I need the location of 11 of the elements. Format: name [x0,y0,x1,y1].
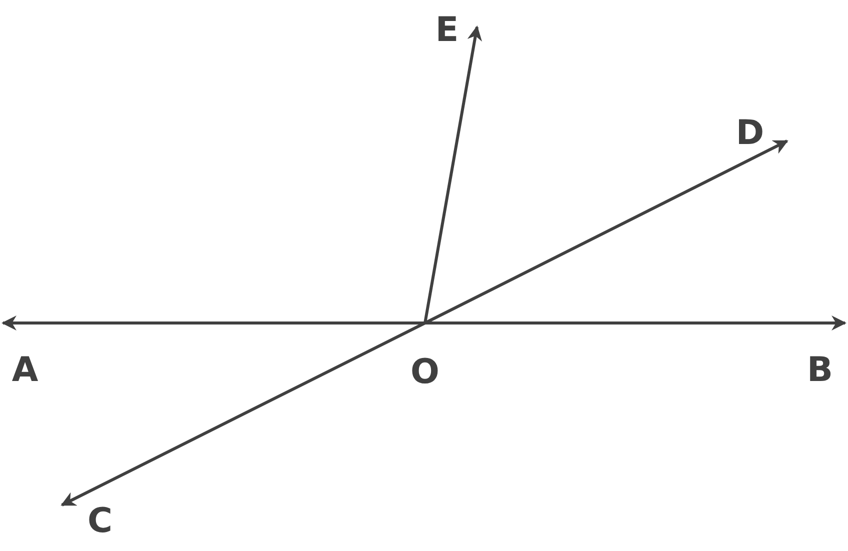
point-label: A [12,353,38,387]
ray-arrow [424,140,788,324]
point-label: E [435,13,459,47]
point-label: C [88,504,112,538]
ray-arrow [424,26,482,324]
ray-arrow [60,322,426,506]
ray-arrow [425,316,846,330]
ray-arrow [2,316,425,330]
point-label: B [807,353,833,387]
point-label: O [410,355,440,389]
point-label: D [736,116,764,150]
